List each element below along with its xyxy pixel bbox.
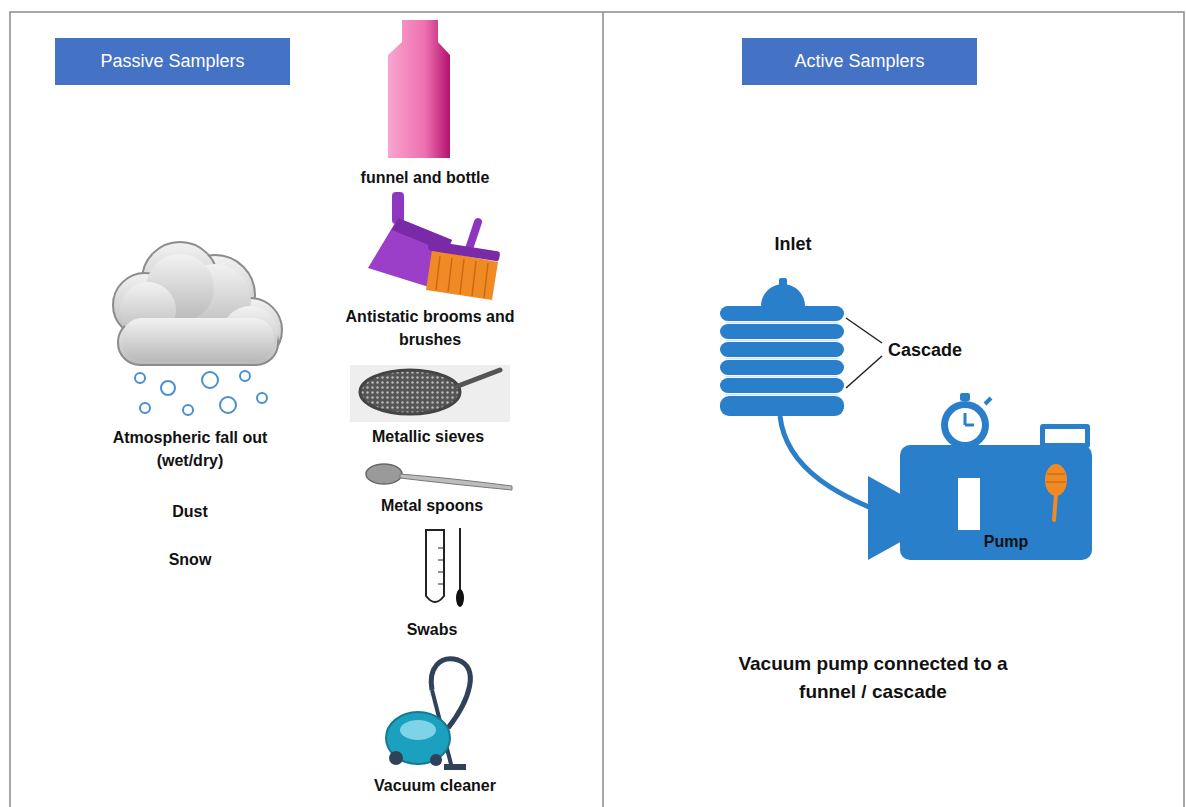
label-text: Inlet [774,231,811,257]
header-text: Active Samplers [794,51,924,72]
label-text: Antistatic brooms and brushes [344,305,516,351]
label-text: funnel and bottle [361,166,490,189]
header-text: Passive Samplers [100,51,244,72]
label-text: Metal spoons [381,494,483,517]
label-text: Snow [169,548,212,571]
label-text: Vacuum cleaner [374,774,496,797]
label-text: Atmospheric fall out (wet/dry) [90,426,290,472]
label-text: Swabs [407,618,458,641]
label-text: Pump [984,530,1028,553]
label-text: Dust [172,500,208,523]
label-text: Vacuum pump connected to a funnel / casc… [723,650,1023,705]
header-box: Passive Samplers [55,38,290,85]
label-text: Metallic sieves [372,425,484,448]
label-text: Cascade [888,337,962,363]
header-box: Active Samplers [742,38,977,85]
